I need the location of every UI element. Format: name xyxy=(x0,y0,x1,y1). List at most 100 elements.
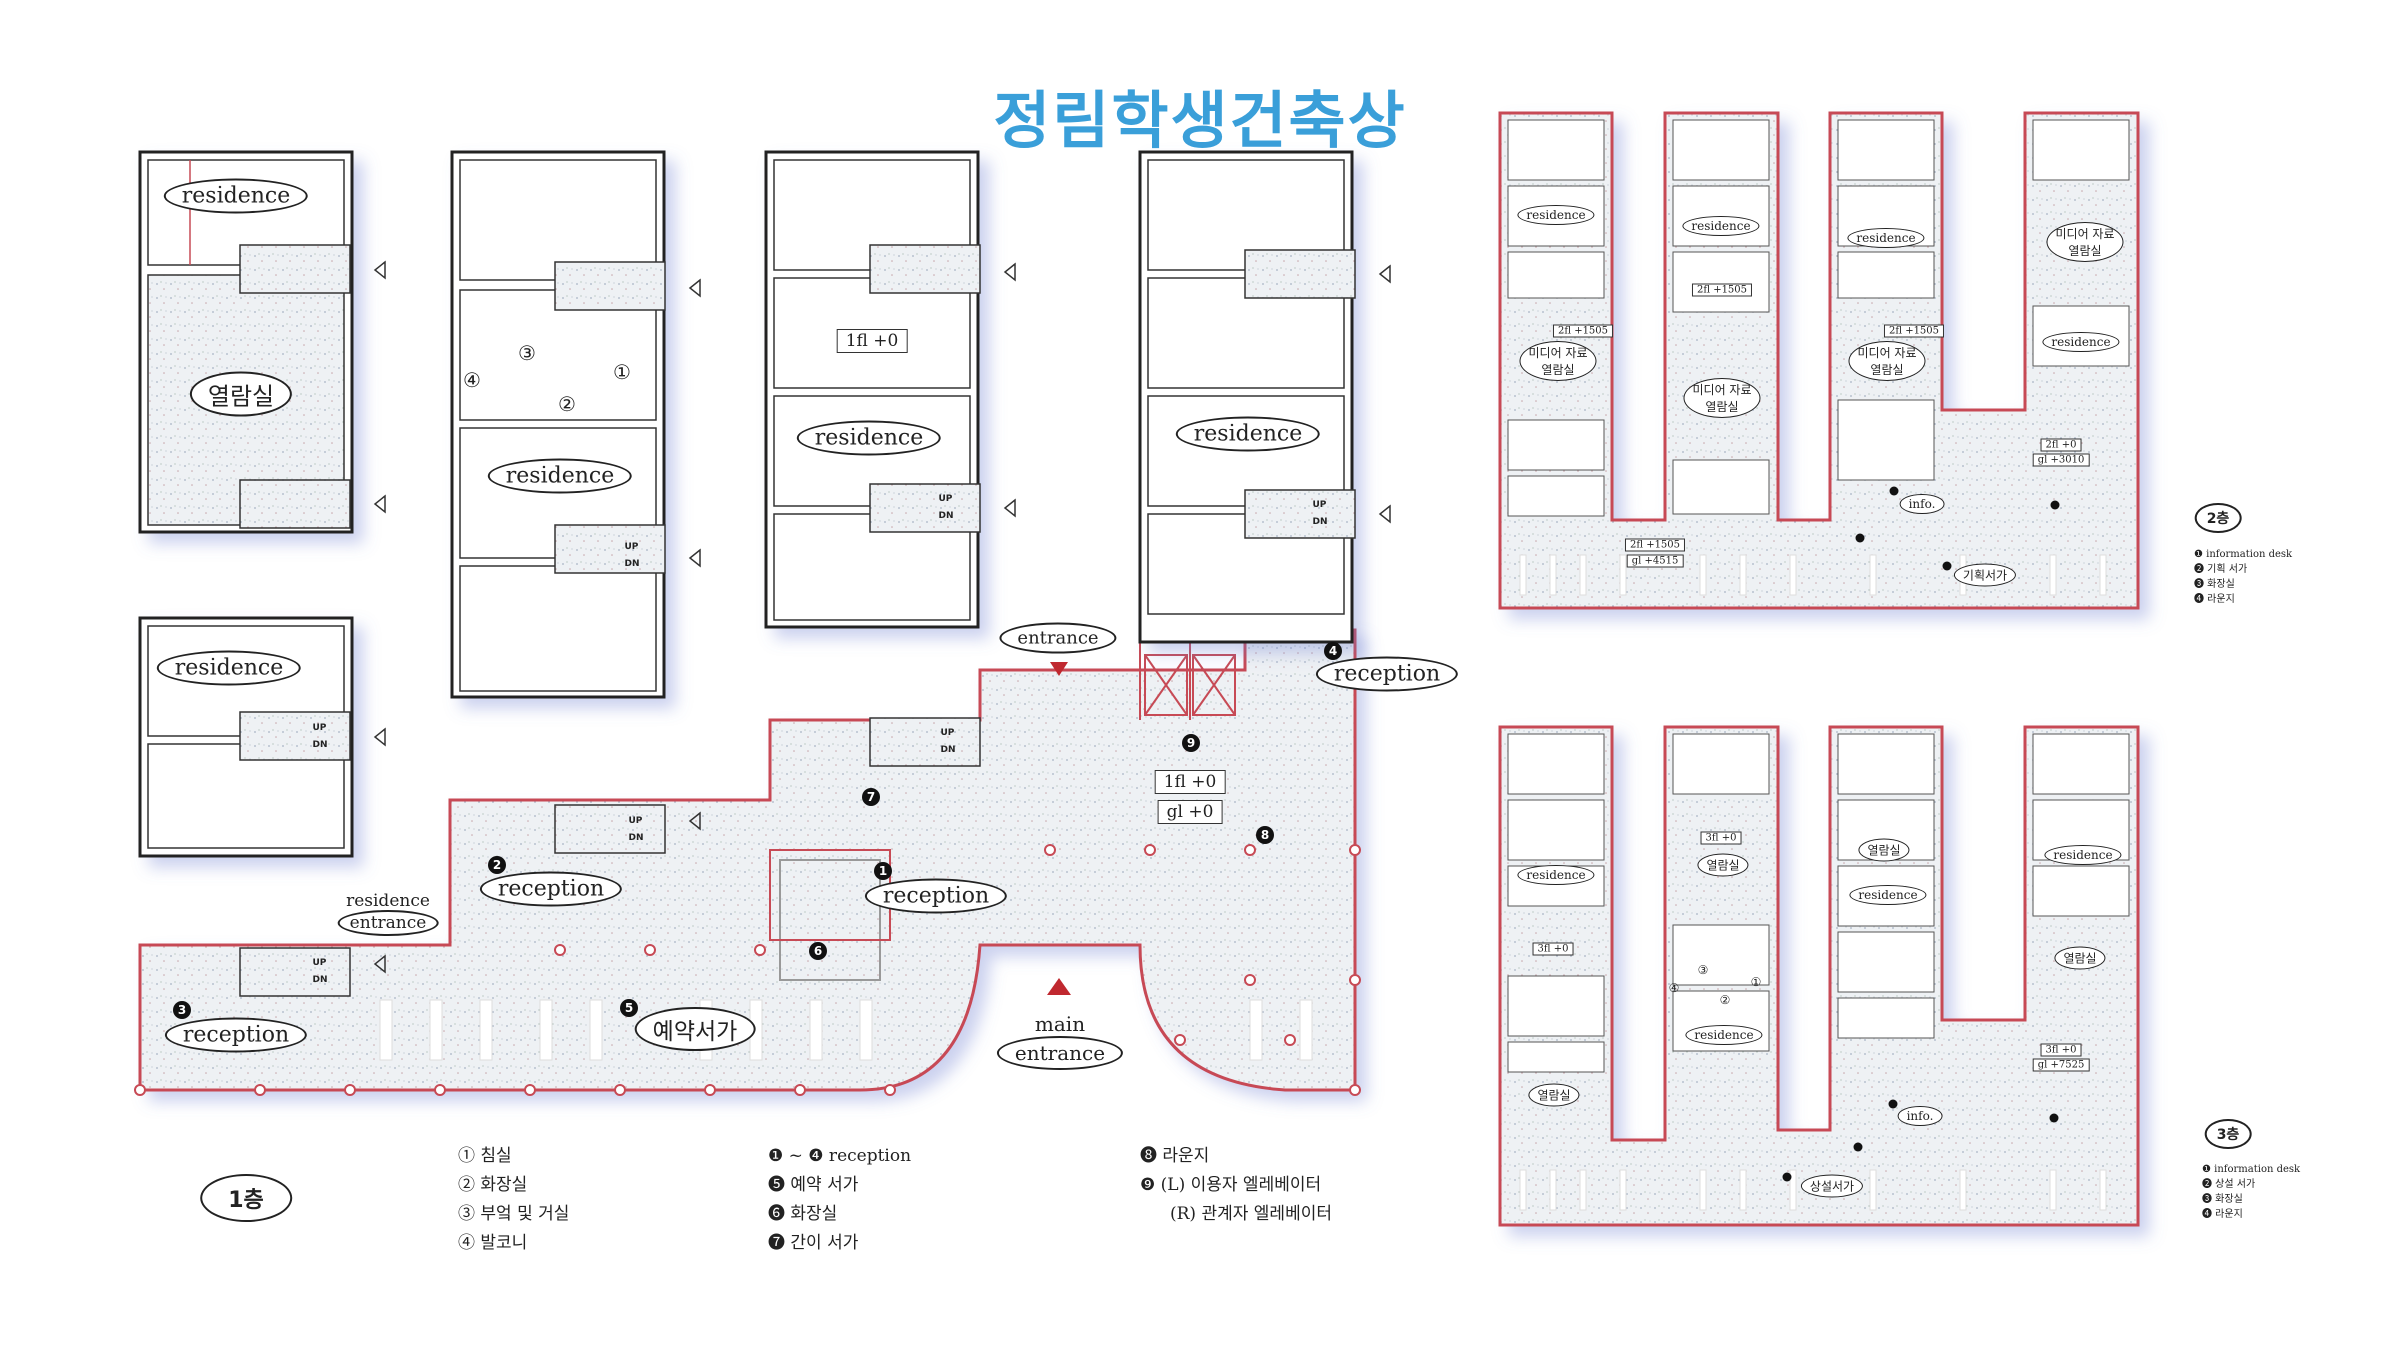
marker-9: 9 xyxy=(1182,734,1200,752)
legend-row: ❷ 기획 서가 xyxy=(2194,564,2248,575)
permanent-shelf-label: 상설서가 xyxy=(1800,1174,1864,1198)
reservation-shelf-label: 예약서가 xyxy=(634,1007,756,1051)
legend-row: ❹ 라운지 xyxy=(2194,594,2235,605)
marker-4: 4 xyxy=(1324,642,1342,660)
unit-number: ③ xyxy=(1697,963,1709,977)
level-tag: 3fl +0 xyxy=(2040,1043,2082,1057)
residence-label: residence xyxy=(2044,845,2122,865)
residence-entrance-label: entrance xyxy=(337,910,439,936)
level-tag: 1fl +0 xyxy=(1154,770,1226,794)
main-entrance-text: main xyxy=(1034,1012,1086,1036)
level-tag: 2fl +0 xyxy=(2040,438,2082,452)
media-room-label: 미디어 자료 열람실 xyxy=(1519,341,1597,381)
reading-room-label: 열람실 xyxy=(1697,853,1749,877)
legend-row: ③ 부엌 및 거실 xyxy=(458,1204,570,1224)
residence-label: residence xyxy=(1847,228,1925,248)
level-tag: gl +0 xyxy=(1157,800,1223,824)
level-tag: 3fl +0 xyxy=(1700,831,1742,845)
legend-row: ① 침실 xyxy=(458,1146,512,1166)
marker-3 xyxy=(1855,533,1865,543)
marker-2: 2 xyxy=(488,856,506,874)
level-tag: 2fl +1505 xyxy=(1552,324,1614,338)
marker-1: 1 xyxy=(874,862,892,880)
reception-label: reception xyxy=(479,871,623,907)
legend-row: ❶ information desk xyxy=(2202,1164,2301,1175)
floor1-columns xyxy=(134,844,1361,1096)
floor1-block-d xyxy=(1138,150,1354,644)
floor2-legend: ❶ information desk ❷ 기획 서가 ❸ 화장실 ❹ 라운지 xyxy=(2194,547,2292,607)
residence-label: residence xyxy=(796,420,942,456)
reception-label: reception xyxy=(1315,656,1459,692)
floor3-room-lines xyxy=(1507,733,2130,1073)
level-tag: 2fl +1505 xyxy=(1624,538,1686,552)
floor1-block-c xyxy=(764,150,980,629)
residence-label: residence xyxy=(163,178,309,214)
residence-label: residence xyxy=(1175,416,1321,452)
stair-cores xyxy=(239,244,1356,997)
unit-number: ④ xyxy=(463,368,481,392)
marker-6: 6 xyxy=(809,942,827,960)
level-tag: gl +7525 xyxy=(2032,1058,2090,1072)
floor2-plan xyxy=(1498,111,2140,610)
residence-label: residence xyxy=(1682,216,1760,236)
marker-1 xyxy=(1889,486,1899,496)
entrance-label: entrance xyxy=(999,622,1117,654)
marker-7: 7 xyxy=(862,788,880,806)
unit-number: ④ xyxy=(1668,981,1680,995)
media-room-label: 미디어 자료 열람실 xyxy=(2046,222,2124,262)
legend-row: ❶ information desk xyxy=(2194,549,2293,560)
legend-units: ① 침실 ② 화장실 ③ 부엌 및 거실 ④ 발코니 xyxy=(458,1142,569,1258)
marker-4 xyxy=(2050,500,2060,510)
residence-label: residence xyxy=(1517,865,1595,885)
reading-room-label: 열람실 xyxy=(1858,838,1910,862)
legend-row: ❸ 화장실 xyxy=(2202,1194,2243,1205)
legend-lounge-elevators: ❽ 라운지 ❾ (L) 이용자 엘레베이터 (R) 관계자 엘레베이터 xyxy=(1140,1142,1332,1229)
unit-number: ② xyxy=(1719,993,1731,1007)
legend-row: (R) 관계자 엘레베이터 xyxy=(1170,1204,1332,1224)
floor1-main-details xyxy=(769,640,1236,981)
reception-label: reception xyxy=(164,1017,308,1053)
marker-2 xyxy=(1782,1172,1792,1182)
level-tag: 1fl +0 xyxy=(836,329,908,353)
info-desk-label: info. xyxy=(1899,494,1945,514)
unit-number: ② xyxy=(558,392,576,416)
residence-label: residence xyxy=(2042,332,2120,352)
main-entrance-label: entrance xyxy=(996,1036,1124,1070)
legend-row: ❻ 화장실 xyxy=(768,1204,838,1224)
legend-row: ❶ ~ ❹ reception xyxy=(768,1146,912,1166)
legend-row: ② 화장실 xyxy=(458,1175,528,1195)
marker-8: 8 xyxy=(1256,826,1274,844)
level-tag: gl +4515 xyxy=(1626,554,1684,568)
marker-3 xyxy=(1853,1142,1863,1152)
floor3-badge: 3층 xyxy=(2204,1119,2252,1149)
legend-facilities: ❶ ~ ❹ reception ❺ 예약 서가 ❻ 화장실 ❼ 간이 서가 xyxy=(768,1142,911,1258)
entrance-triangles xyxy=(1047,662,1071,995)
marker-1 xyxy=(1888,1099,1898,1109)
reading-room-label: 열람실 xyxy=(2054,946,2106,970)
reading-room-label: 열람실 xyxy=(1528,1083,1580,1107)
marker-2 xyxy=(1942,561,1952,571)
residence-label: residence xyxy=(1517,205,1595,225)
floor1-block-b xyxy=(450,150,666,699)
legend-row: ❸ 화장실 xyxy=(2194,579,2235,590)
page-title: 정림학생건축상 xyxy=(993,84,1407,157)
residence-label: residence xyxy=(487,458,633,494)
reading-room-label: 열람실 xyxy=(189,371,293,417)
level-tag: 2fl +1505 xyxy=(1691,283,1753,297)
level-tag: 3fl +0 xyxy=(1532,942,1574,956)
legend-row: ❹ 라운지 xyxy=(2202,1209,2243,1220)
residence-label: residence xyxy=(156,650,302,686)
legend-row: ❾ (L) 이용자 엘레베이터 xyxy=(1140,1175,1322,1195)
legend-row: ❼ 간이 서가 xyxy=(768,1233,859,1253)
unit-number: ① xyxy=(613,360,631,384)
residence-label: residence xyxy=(1849,885,1927,905)
residence-entrance-text: residence xyxy=(346,891,430,911)
unit-number: ③ xyxy=(518,341,536,365)
